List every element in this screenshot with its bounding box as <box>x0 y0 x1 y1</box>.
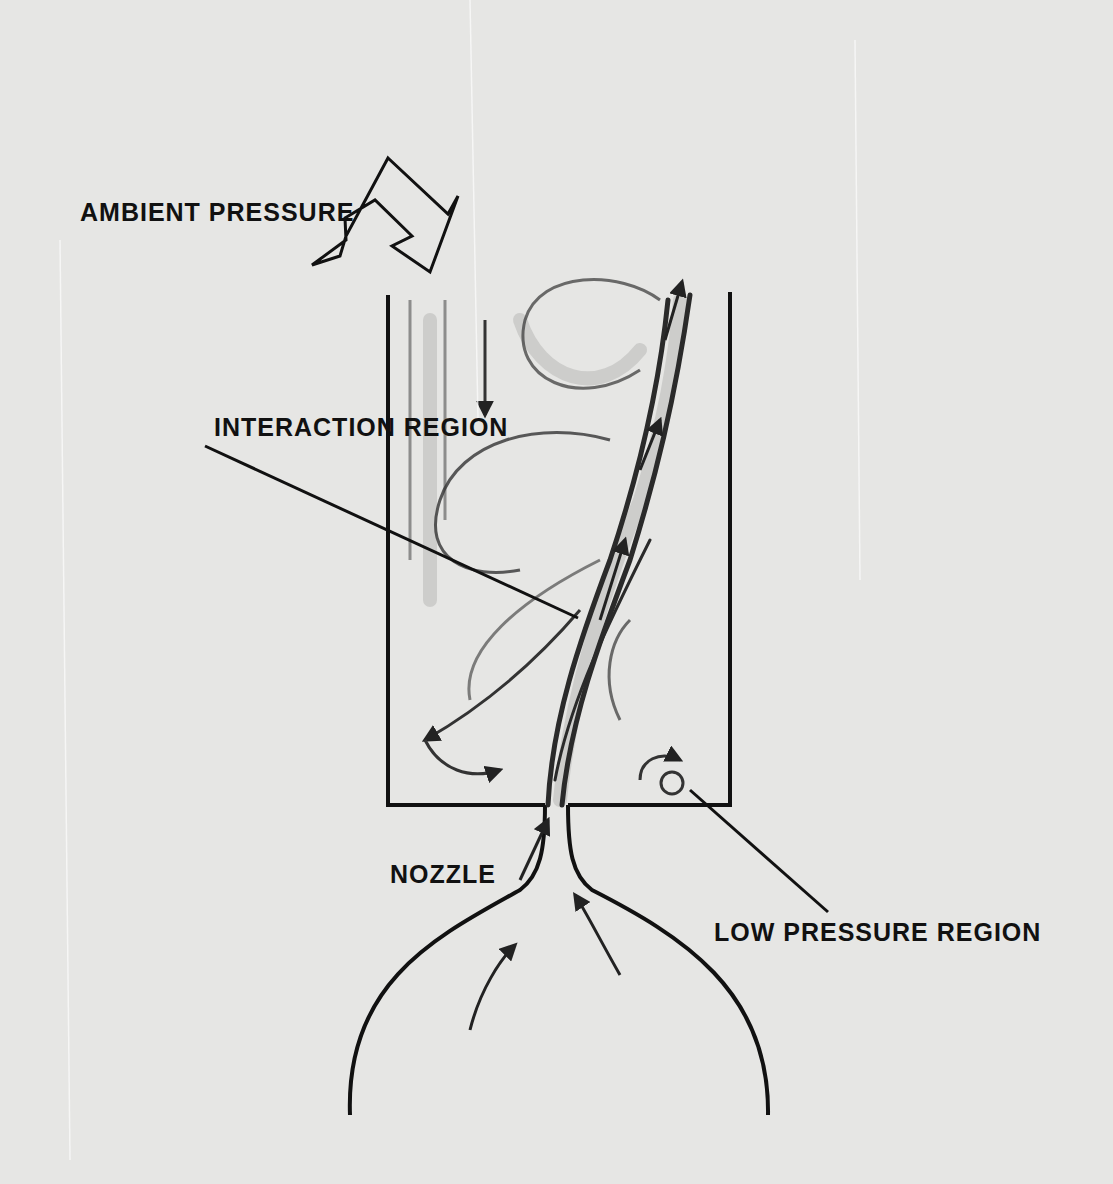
region-label: LOW PRESSURE REGION <box>714 920 1041 945</box>
leader-line <box>690 790 828 912</box>
region-label: INTERACTION REGION <box>214 415 508 440</box>
part-label: NOZZLE <box>390 862 496 887</box>
recirculation-streamlines <box>410 280 660 774</box>
nozzle-outline <box>350 805 768 1115</box>
cavity-wall <box>388 292 730 805</box>
flow-arrows <box>470 282 682 1030</box>
pressure-label: AMBIENT PRESSURE <box>80 200 354 225</box>
leader-line <box>205 446 578 618</box>
jet-streamlines <box>548 295 690 805</box>
low-pressure-vortex <box>609 620 683 794</box>
